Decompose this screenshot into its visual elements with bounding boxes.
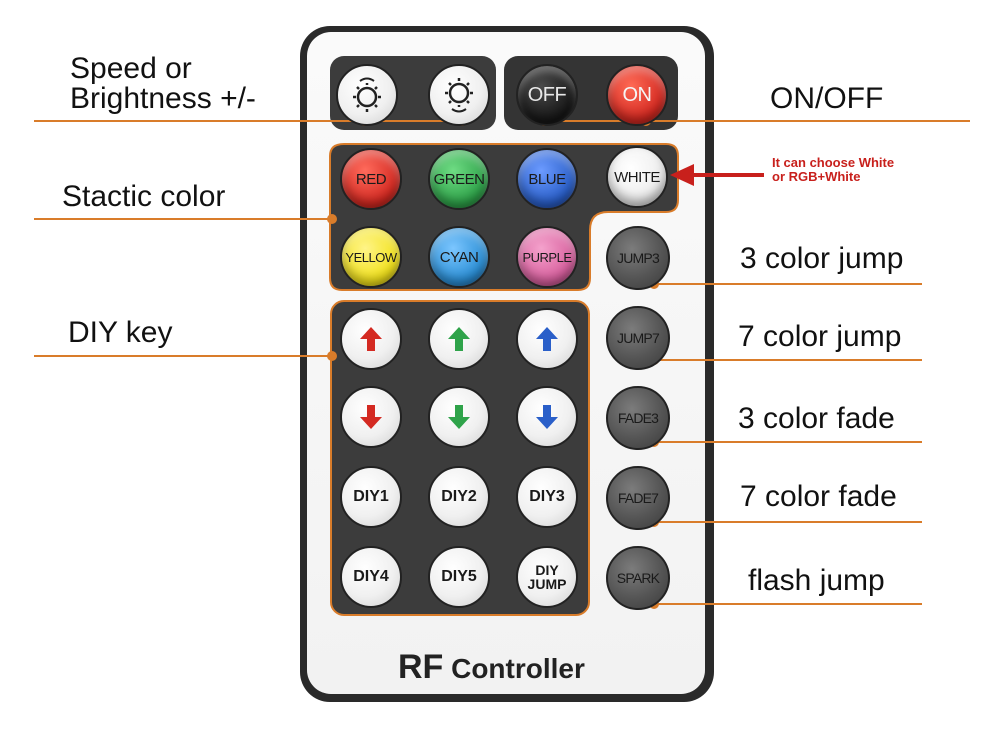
- fade3-label: 3 color fade: [738, 402, 895, 435]
- fade7-button-label: FADE7: [617, 490, 659, 506]
- brand-controller: Controller: [443, 653, 585, 684]
- arrow-down-icon: [360, 405, 382, 429]
- onoff-label: ON/OFF: [770, 82, 884, 115]
- diy5-label: DIY5: [441, 568, 477, 585]
- color-white-button[interactable]: WHITE: [606, 146, 668, 208]
- green-up-button[interactable]: [428, 308, 490, 370]
- diy1-button[interactable]: DIY1: [340, 466, 402, 528]
- color-blue-button[interactable]: BLUE: [516, 148, 578, 210]
- jump3-button-label: JUMP3: [617, 250, 660, 266]
- arrow-down-icon: [448, 405, 470, 429]
- white-note: It can choose White or RGB+White: [772, 156, 894, 184]
- diy-jump-label-line1: DIY: [535, 562, 559, 578]
- off-button[interactable]: OFF: [516, 64, 578, 126]
- diy-jump-label-line2: JUMP: [527, 576, 567, 592]
- yellow-label: YELLOW: [345, 249, 397, 265]
- arrow-up-icon: [360, 327, 382, 351]
- speed-label-line1: Speed or: [70, 52, 192, 85]
- color-cyan-button[interactable]: CYAN: [428, 226, 490, 288]
- leader-dot: [327, 351, 337, 361]
- diy5-button[interactable]: DIY5: [428, 546, 490, 608]
- fade7-label: 7 color fade: [740, 480, 897, 513]
- jump7-label: 7 color jump: [738, 320, 902, 353]
- diy-key-label: DIY key: [68, 316, 173, 349]
- diy2-button[interactable]: DIY2: [428, 466, 490, 528]
- green-label: GREEN: [433, 170, 485, 188]
- diy4-label: DIY4: [353, 568, 389, 585]
- brightness-down-button[interactable]: [428, 64, 490, 126]
- blue-label: BLUE: [528, 170, 566, 188]
- white-note-line1: It can choose White: [772, 155, 895, 170]
- diy3-label: DIY3: [529, 488, 565, 505]
- flash-jump-label: flash jump: [748, 564, 885, 597]
- cyan-label: CYAN: [439, 248, 479, 266]
- red-label: RED: [355, 170, 387, 188]
- static-color-panel: [329, 143, 679, 291]
- jump7-button-label: JUMP7: [617, 330, 660, 346]
- off-button-label: OFF: [527, 83, 567, 106]
- jump3-label: 3 color jump: [740, 242, 904, 275]
- speed-label: Speed or Brightness +/-: [70, 54, 256, 114]
- color-purple-button[interactable]: PURPLE: [516, 226, 578, 288]
- diy4-button[interactable]: DIY4: [340, 546, 402, 608]
- spark-button[interactable]: SPARK: [606, 546, 670, 610]
- arrow-up-icon: [448, 327, 470, 351]
- on-button[interactable]: ON: [606, 64, 668, 126]
- purple-label: PURPLE: [522, 249, 572, 265]
- fade3-button-label: FADE3: [617, 410, 659, 426]
- leader-lines: [34, 120, 970, 605]
- fade7-button[interactable]: FADE7: [606, 466, 670, 530]
- spark-button-label: SPARK: [616, 570, 660, 586]
- brand-rf: RF: [398, 648, 444, 686]
- static-color-label: Stactic color: [62, 180, 226, 213]
- diy3-button[interactable]: DIY3: [516, 466, 578, 528]
- blue-down-button[interactable]: [516, 386, 578, 448]
- red-up-button[interactable]: [340, 308, 402, 370]
- on-button-label: ON: [622, 83, 653, 106]
- sun-minus-icon: [445, 78, 473, 113]
- jump3-button[interactable]: JUMP3: [606, 226, 670, 290]
- fade3-button[interactable]: FADE3: [606, 386, 670, 450]
- brightness-up-button[interactable]: [336, 64, 398, 126]
- sun-plus-icon: [353, 77, 381, 112]
- arrow-up-icon: [536, 327, 558, 351]
- red-down-button[interactable]: [340, 386, 402, 448]
- diy-jump-button[interactable]: DIY JUMP: [516, 546, 578, 608]
- leader-dot: [327, 214, 337, 224]
- blue-up-button[interactable]: [516, 308, 578, 370]
- brand-label: RF Controller: [398, 648, 585, 687]
- arrow-down-icon: [536, 405, 558, 429]
- white-note-line2: or RGB+White: [772, 169, 861, 184]
- color-green-button[interactable]: GREEN: [428, 148, 490, 210]
- white-label: WHITE: [614, 168, 660, 186]
- white-note-arrow: [670, 164, 764, 186]
- diy2-label: DIY2: [441, 488, 477, 505]
- diy1-label: DIY1: [353, 488, 389, 505]
- speed-label-line2: Brightness +/-: [70, 82, 256, 115]
- green-down-button[interactable]: [428, 386, 490, 448]
- jump7-button[interactable]: JUMP7: [606, 306, 670, 370]
- color-yellow-button[interactable]: YELLOW: [340, 226, 402, 288]
- color-red-button[interactable]: RED: [340, 148, 402, 210]
